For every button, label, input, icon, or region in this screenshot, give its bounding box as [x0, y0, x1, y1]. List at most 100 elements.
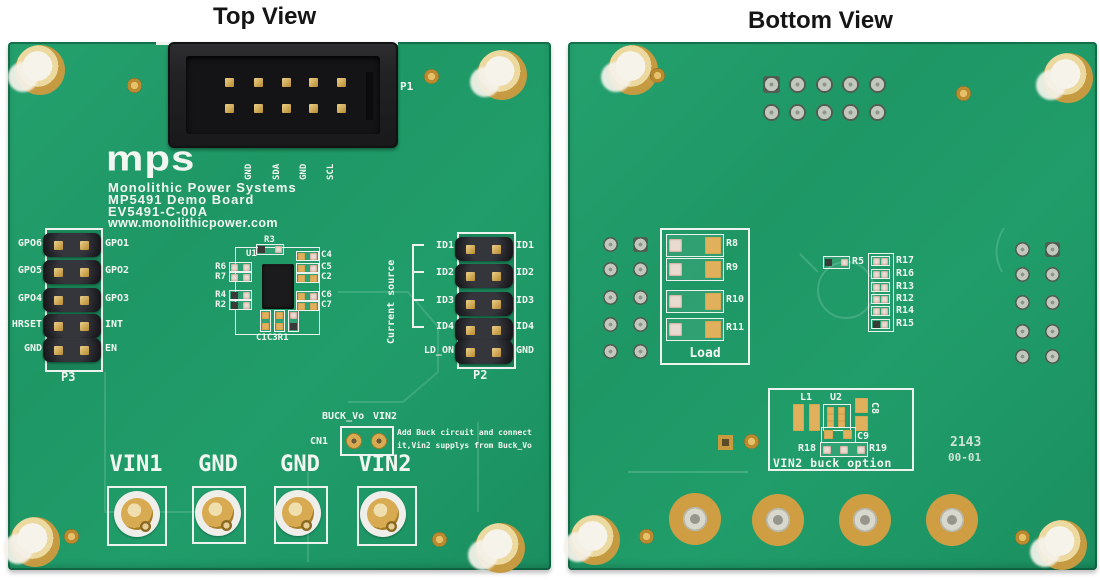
p3-solder-pad [633, 262, 648, 277]
u1-right-label: C5 [321, 262, 332, 272]
stack-footprint [871, 269, 890, 279]
top-view-caption: Top View [213, 3, 317, 30]
p2-pin-label: ID4 [516, 321, 535, 332]
p1-pin [225, 104, 234, 113]
p2-connector [455, 232, 516, 369]
p2-pin-label: ID2 [435, 267, 454, 278]
via-pad [956, 86, 971, 101]
u1-right-label: C6 [321, 290, 332, 300]
p2-pin-label: ID2 [516, 267, 535, 278]
u1-left-label: R2 [215, 300, 226, 310]
stack-footprint [871, 256, 890, 266]
buck-option-title: VIN2 buck option [773, 456, 892, 470]
stack-label: R17 [896, 255, 915, 266]
stack-label: R14 [896, 305, 915, 316]
stack-label: R13 [896, 281, 915, 292]
p3-pin-pair [43, 314, 101, 338]
board-text-line: EV5491-C-00A [108, 204, 209, 219]
load-resistor-footprint [666, 234, 724, 257]
load-resistor-label: R11 [726, 322, 745, 333]
p2-solder-pad [1015, 295, 1030, 310]
terminal-silkscreen-box [357, 486, 417, 546]
terminal-solder-pad [839, 494, 891, 546]
pcb-top-view: P1 GND SDA GND SCL mps Monolithic Power … [8, 42, 551, 573]
capacitor-footprint [296, 251, 319, 261]
via-pad [432, 532, 447, 547]
gnd-terminal [275, 490, 321, 536]
vin1-terminal [114, 491, 160, 537]
p1-solder-pad [763, 104, 780, 121]
p3-pin-label: GPO4 [17, 293, 42, 304]
c8-pad [855, 398, 868, 413]
mounting-hole [10, 517, 60, 567]
p2-pin-label: ID1 [516, 240, 535, 251]
u1-left-label: R7 [215, 272, 226, 282]
mounting-hole [608, 45, 658, 95]
capacitor-footprint [274, 310, 285, 332]
terminal-solder-pad [752, 494, 804, 546]
resistor-footprint [229, 290, 252, 300]
terminal-label: GND [198, 452, 238, 477]
p3-solder-pad [603, 262, 618, 277]
buck-option-silkscreen-box: L1 U2 C8 C9 R18 R19 VIN2 buck option [768, 388, 914, 471]
u1-right-label: C2 [321, 272, 332, 282]
stack-footprint [871, 319, 890, 329]
p3-connector [43, 228, 103, 372]
p1-solder-pad [789, 104, 806, 121]
p1-pin [254, 104, 263, 113]
terminal-silkscreen-box [107, 486, 167, 546]
mounting-hole [477, 50, 527, 100]
load-title: Load [689, 346, 721, 361]
r18-label: R18 [798, 443, 817, 454]
p2-solder-pad [1045, 295, 1060, 310]
u1-bottom-label: C1C3R1 [256, 333, 289, 343]
p3-pin-pair [43, 233, 101, 257]
mounting-hole [1037, 520, 1087, 570]
board-text-line: MP5491 Demo Board [108, 192, 255, 207]
p1-solder-pad [842, 104, 859, 121]
load-resistor-footprint [666, 290, 724, 313]
p2-solder-pad [1045, 267, 1060, 282]
via-pad [1015, 530, 1030, 545]
u1-right-label: C4 [321, 250, 332, 260]
buck-note-line: Add Buck circuit and connect [397, 428, 532, 437]
capacitor-footprint [296, 263, 319, 273]
p2-solder-pad [1015, 349, 1030, 364]
p3-solder-pad [633, 317, 648, 332]
capacitor-footprint [296, 301, 319, 311]
bottom-view-caption: Bottom View [748, 7, 893, 34]
u2-footprint [823, 404, 851, 431]
bracket-tick [412, 326, 424, 328]
via-pad [64, 529, 79, 544]
p1-pin [282, 78, 291, 87]
via-pad [650, 68, 665, 83]
gnd-terminal [195, 490, 241, 536]
stack-label: R15 [896, 318, 915, 329]
resistor-footprint [229, 272, 252, 282]
p3-solder-pad [633, 290, 648, 305]
p1-solder-pad [842, 76, 859, 93]
resistor-footprint [229, 300, 252, 310]
mps-logo: mps [106, 138, 196, 178]
p3-solder-pad [633, 344, 648, 359]
via-pad [744, 434, 759, 449]
mounting-hole [475, 523, 525, 573]
u1-ic-chip [262, 264, 294, 309]
terminal-solder-pad [669, 493, 721, 545]
p1-connector [168, 42, 398, 148]
u1-refdes: U1 [246, 249, 257, 259]
p2-pin-label: GND [516, 345, 535, 356]
vin2-terminal [360, 491, 406, 537]
p1-solder-pad [763, 76, 780, 93]
p1-pin [225, 78, 234, 87]
p2-pin-label: LD_ON [423, 345, 454, 356]
p3-pin-label: HRSET [11, 319, 42, 330]
stack-footprint [871, 306, 890, 316]
p1-key-notch [366, 72, 373, 120]
p3-solder-pad [603, 317, 618, 332]
p3-pin-label: EN [105, 343, 118, 354]
l1-label: L1 [800, 392, 813, 403]
via-pad-square [718, 435, 733, 450]
p2-solder-pad [1015, 267, 1030, 282]
r3-footprint [256, 244, 284, 255]
